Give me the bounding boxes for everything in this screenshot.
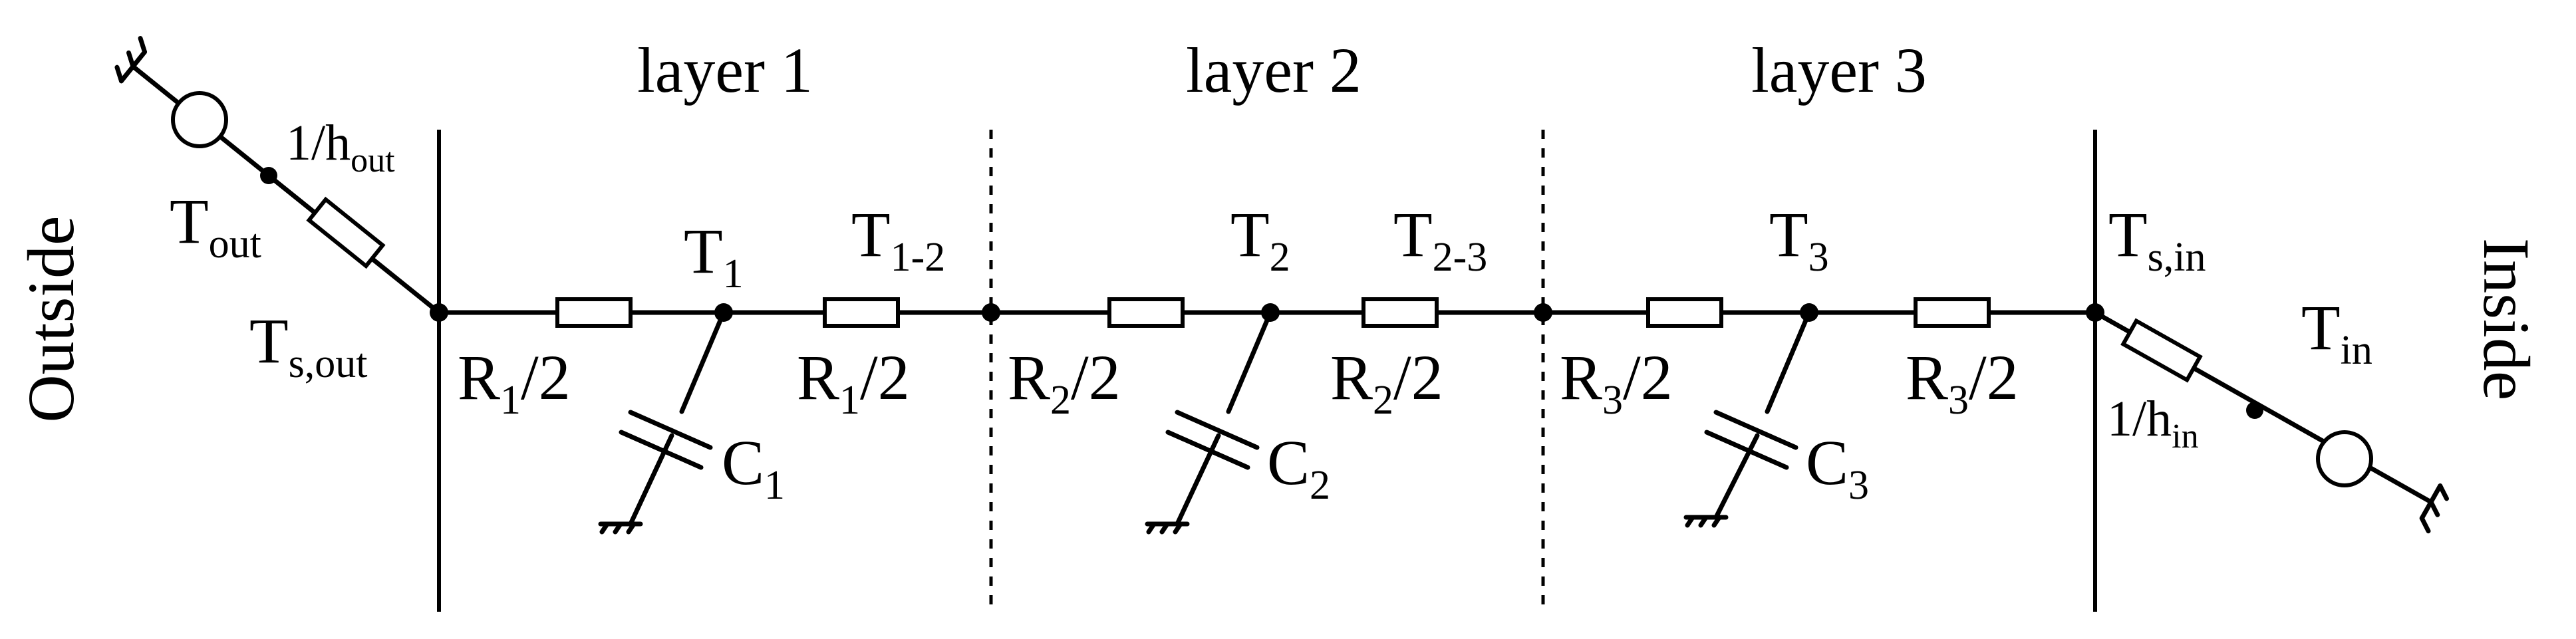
label-t-in: Tin [2301, 292, 2372, 373]
label-t-s-in: Ts,in [2108, 199, 2206, 280]
ground-symbol-inside [2419, 483, 2450, 534]
node-t2 [1261, 303, 1280, 322]
label-t-s-out: Ts,out [249, 305, 368, 386]
node-t-out [260, 167, 277, 184]
resistor-r3b [1914, 297, 1991, 328]
label-r1a: R1/2 [458, 342, 571, 423]
label-r3b: R3/2 [1906, 342, 2019, 423]
capacitor-branch-2 [1145, 310, 1273, 535]
label-t2: T2 [1230, 199, 1290, 280]
layer-2-label: layer 2 [1186, 35, 1361, 106]
inside-label: Inside [2470, 238, 2543, 400]
label-r3a: R3/2 [1560, 342, 1673, 423]
ground-symbol-outside [114, 36, 148, 84]
label-r2b: R2/2 [1330, 342, 1443, 423]
node-t1 [714, 303, 733, 322]
label-t1: T1 [684, 215, 744, 297]
source-t-in [2316, 430, 2373, 487]
resistor-r2b [1361, 297, 1439, 328]
source-t-out [171, 91, 228, 148]
label-t23: T2-3 [1393, 199, 1487, 280]
resistor-r1b [823, 297, 900, 328]
resistor-h-in [2120, 318, 2203, 383]
label-c1: C1 [722, 427, 785, 508]
label-c2: C2 [1267, 427, 1330, 508]
node-t12 [982, 303, 1000, 322]
label-t12: T1-2 [851, 199, 945, 280]
label-r1b: R1/2 [797, 342, 910, 423]
node-t-s-out [430, 303, 448, 322]
label-c3: C3 [1806, 427, 1869, 508]
label-h-out: 1/hout [286, 115, 395, 180]
label-t3: T3 [1769, 199, 1829, 280]
outside-label: Outside [14, 215, 88, 422]
resistor-r1a [555, 297, 633, 328]
resistor-r3a [1646, 297, 1723, 328]
label-r2a: R2/2 [1008, 342, 1121, 423]
resistor-h-out [306, 196, 386, 269]
resistor-r2a [1107, 297, 1185, 328]
node-t3 [1800, 303, 1818, 322]
node-t23 [1534, 303, 1552, 322]
capacitor-branch-1 [598, 310, 726, 535]
layer-1-label: layer 1 [637, 35, 813, 106]
capacitor-branch-3 [1683, 310, 1812, 528]
label-h-in: 1/hin [2107, 391, 2199, 455]
node-t-in [2246, 402, 2263, 419]
layer-3-label: layer 3 [1751, 35, 1927, 106]
label-t-out: Tout [170, 186, 261, 267]
node-t-s-in [2086, 303, 2104, 322]
